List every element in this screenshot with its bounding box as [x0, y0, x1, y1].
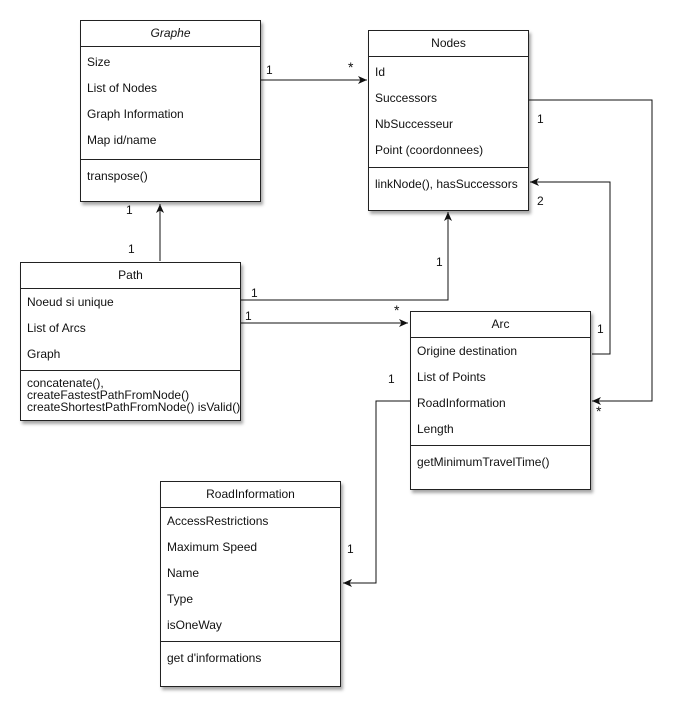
- class-title: RoadInformation: [161, 482, 340, 508]
- attribute: Map id/name: [87, 133, 157, 147]
- multiplicity-label: 1: [537, 112, 544, 126]
- method: createShortestPathFromNode() isValid(): [27, 400, 241, 414]
- multiplicity-label: 1: [597, 322, 604, 336]
- divider: [21, 370, 240, 371]
- edge-arc-roadinfo: [343, 400, 410, 587]
- multiplicity-label: 1: [266, 63, 273, 77]
- class-roadinformation[interactable]: RoadInformation AccessRestrictions Maxim…: [160, 481, 341, 687]
- multiplicity-label: 1: [388, 372, 395, 386]
- attribute: Size: [87, 55, 111, 69]
- attribute: List of Nodes: [87, 81, 158, 95]
- attribute: RoadInformation: [417, 396, 506, 410]
- edge-arc-nodes: [530, 178, 611, 355]
- attribute: List of Points: [417, 370, 486, 384]
- class-nodes[interactable]: Nodes Id Successors NbSuccesseur Point (…: [368, 30, 529, 211]
- class-title: Nodes: [369, 31, 528, 57]
- class-title: Path: [21, 263, 240, 289]
- class-graphe[interactable]: Graphe Size List of Nodes Graph Informat…: [80, 20, 261, 202]
- method: getMinimumTravelTime(): [417, 455, 550, 469]
- multiplicity-label: 1: [245, 309, 252, 323]
- attribute: Noeud si unique: [27, 295, 114, 309]
- attribute: Type: [167, 592, 194, 606]
- attribute: NbSuccesseur: [375, 117, 454, 131]
- method-list: concatenate(), createFastestPathFromNode…: [21, 371, 240, 413]
- attribute: Name: [167, 566, 200, 580]
- class-title: Graphe: [81, 21, 260, 47]
- attribute: List of Arcs: [27, 321, 86, 335]
- multiplicity-label: *: [394, 302, 400, 318]
- multiplicity-label: 1: [128, 242, 135, 256]
- multiplicity-label: *: [596, 403, 602, 419]
- divider: [161, 641, 340, 642]
- multiplicity-label: 1: [436, 255, 443, 269]
- attribute: Length: [417, 422, 454, 436]
- attribute: Point (coordonnees): [375, 143, 484, 157]
- attribute: isOneWay: [167, 618, 222, 632]
- multiplicity-label: 2: [537, 194, 544, 208]
- divider: [81, 159, 260, 160]
- class-title: Arc: [411, 312, 590, 338]
- attribute: Id: [375, 65, 386, 79]
- attribute: AccessRestrictions: [167, 514, 269, 528]
- edge-path-nodes: [241, 212, 452, 301]
- attribute: Graph Information: [87, 107, 184, 121]
- class-path[interactable]: Path Noeud si unique List of Arcs Graph …: [20, 262, 241, 421]
- attribute: Successors: [375, 91, 438, 105]
- multiplicity-label: 1: [251, 286, 258, 300]
- attribute: Maximum Speed: [167, 540, 258, 554]
- attribute: Graph: [27, 347, 61, 361]
- attribute: Origine destination: [417, 344, 518, 358]
- method: concatenate(),: [27, 376, 104, 390]
- divider: [411, 445, 590, 446]
- edge-nodes-arc: [528, 99, 653, 405]
- method: createFastestPathFromNode(): [27, 388, 190, 402]
- multiplicity-label: 1: [347, 542, 354, 556]
- multiplicity-label: *: [348, 59, 354, 75]
- method: transpose(): [87, 169, 148, 183]
- multiplicity-label: 1: [126, 203, 133, 217]
- class-arc[interactable]: Arc Origine destination List of Points R…: [410, 311, 591, 490]
- method: linkNode(), hasSuccessors: [375, 177, 518, 191]
- divider: [369, 167, 528, 168]
- method: get d'informations: [167, 651, 262, 665]
